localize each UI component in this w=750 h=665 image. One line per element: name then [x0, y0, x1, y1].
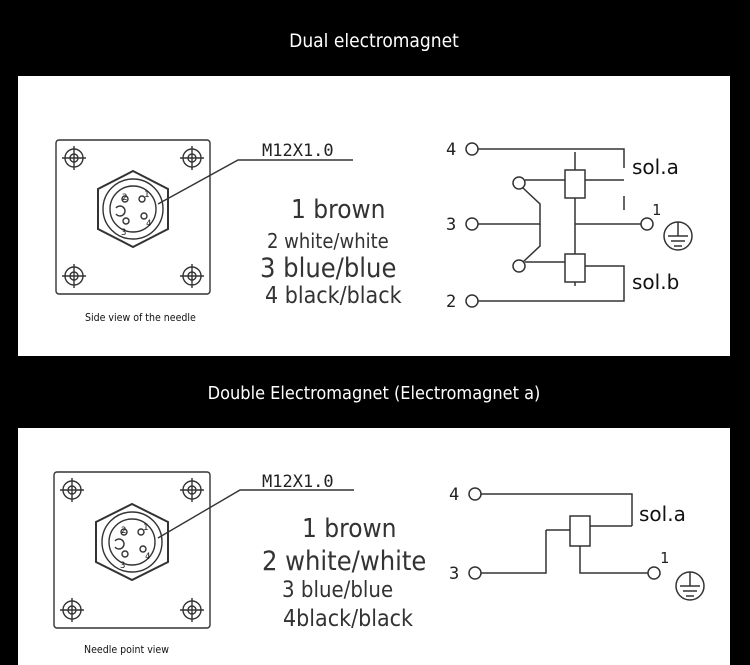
bolt-icon — [62, 146, 86, 170]
wire-item: 3 blue/blue — [282, 578, 394, 603]
terminal-label: 1 — [660, 549, 669, 567]
solenoid-label: sol.a — [632, 155, 679, 179]
schematic-dual — [465, 142, 693, 308]
section-title-electromagnet-a: Double Electromagnet (Electromagnet a) — [207, 383, 541, 404]
connector-label: M12X1.0 — [262, 472, 334, 492]
connector-caption: Needle point view — [84, 644, 169, 656]
wire-item: 4 black/black — [265, 283, 402, 309]
section-title-dual-electromagnet: Dual electromagnet — [289, 30, 459, 52]
bolt-icon — [180, 146, 204, 170]
terminal-label: 4 — [449, 485, 459, 505]
pin-label: 3 — [121, 228, 126, 238]
pin-label: 4 — [146, 219, 151, 229]
wire-item: 2 white/white — [262, 546, 427, 577]
terminal-label: 4 — [446, 140, 456, 160]
wire-item: 1 brown — [291, 195, 386, 225]
bolt-icon — [62, 264, 86, 288]
terminal-label: 1 — [652, 201, 661, 219]
bolt-icon — [60, 598, 84, 622]
connector-drawing — [53, 471, 354, 629]
wire-item: 1 brown — [302, 514, 397, 544]
schematic-single — [468, 487, 705, 601]
terminal-label: 3 — [449, 564, 459, 584]
wire-item: 2 white/white — [267, 229, 389, 253]
pin-label: 1 — [144, 190, 149, 200]
bolt-icon — [180, 598, 204, 622]
pin-label: 2 — [122, 193, 127, 203]
wiring-panel-dual: 2 1 3 4 M12X1.0 — [18, 76, 730, 356]
wire-item: 4black/black — [283, 606, 413, 632]
connector-caption: Side view of the needle — [85, 312, 196, 324]
connector-label: M12X1.0 — [262, 141, 334, 161]
bolt-icon — [180, 264, 204, 288]
ground-icon — [663, 221, 693, 251]
pin-label: 3 — [120, 561, 125, 571]
pin-label: 4 — [145, 552, 150, 562]
wiring-diagram-single: 2 1 3 4 M12X1.0 4 3 1 sol.a — [53, 471, 705, 629]
wire-item: 3 blue/blue — [260, 253, 397, 284]
bolt-icon — [60, 478, 84, 502]
solenoid-label: sol.a — [639, 502, 686, 526]
terminal-label: 3 — [446, 215, 456, 235]
pin-label: 2 — [121, 526, 126, 536]
wiring-panel-single: 2 1 3 4 M12X1.0 4 3 1 sol.a N — [18, 428, 730, 665]
bolt-icon — [180, 478, 204, 502]
ground-icon — [675, 571, 705, 601]
solenoid-label: sol.b — [632, 270, 679, 294]
wiring-diagram-dual: 2 1 3 4 M12X1.0 — [55, 139, 693, 312]
terminal-label: 2 — [446, 292, 456, 312]
connector-drawing — [55, 139, 353, 295]
pin-label: 1 — [143, 523, 148, 533]
